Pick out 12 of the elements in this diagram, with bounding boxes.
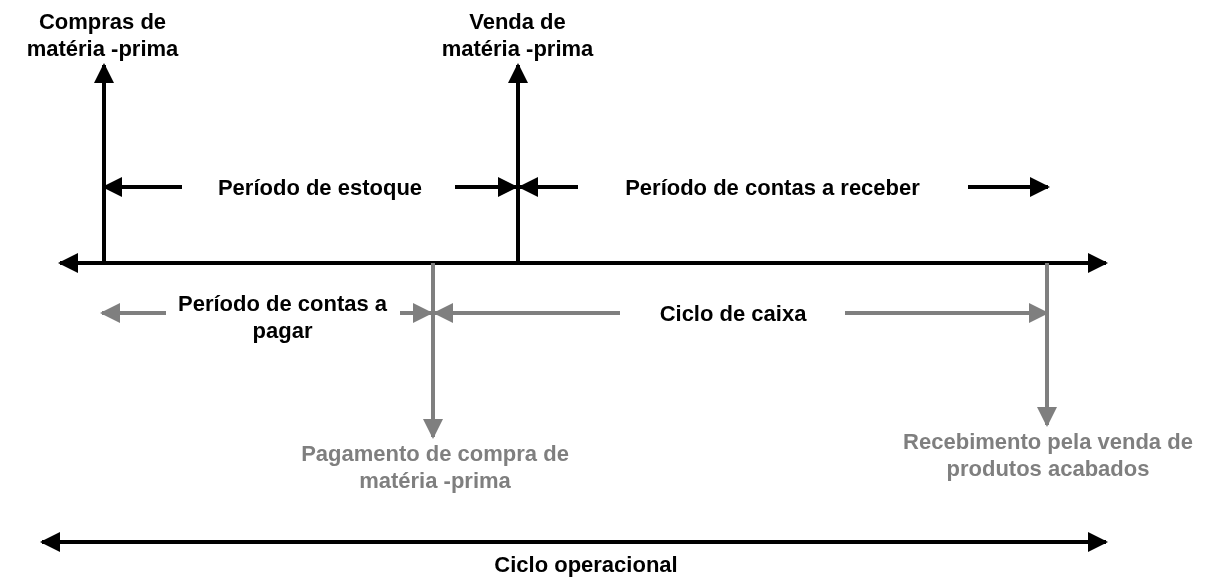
period-label: Período de contas a pagar <box>176 290 389 344</box>
arrow <box>94 63 114 263</box>
period-label: Ciclo de caixa <box>658 300 808 327</box>
arrow <box>1037 263 1057 427</box>
event-label: Recebimento pela venda de produtos acabados <box>890 428 1206 482</box>
arrow <box>423 263 443 439</box>
period-label: Período de estoque <box>216 174 424 201</box>
event-label: Pagamento de compra de matéria -prima <box>300 440 570 494</box>
event-label: Compras de matéria -prima <box>5 8 200 62</box>
event-label: Venda de matéria -prima <box>430 8 605 62</box>
period-label: Período de contas a receber <box>624 174 921 201</box>
arrow <box>508 63 528 263</box>
